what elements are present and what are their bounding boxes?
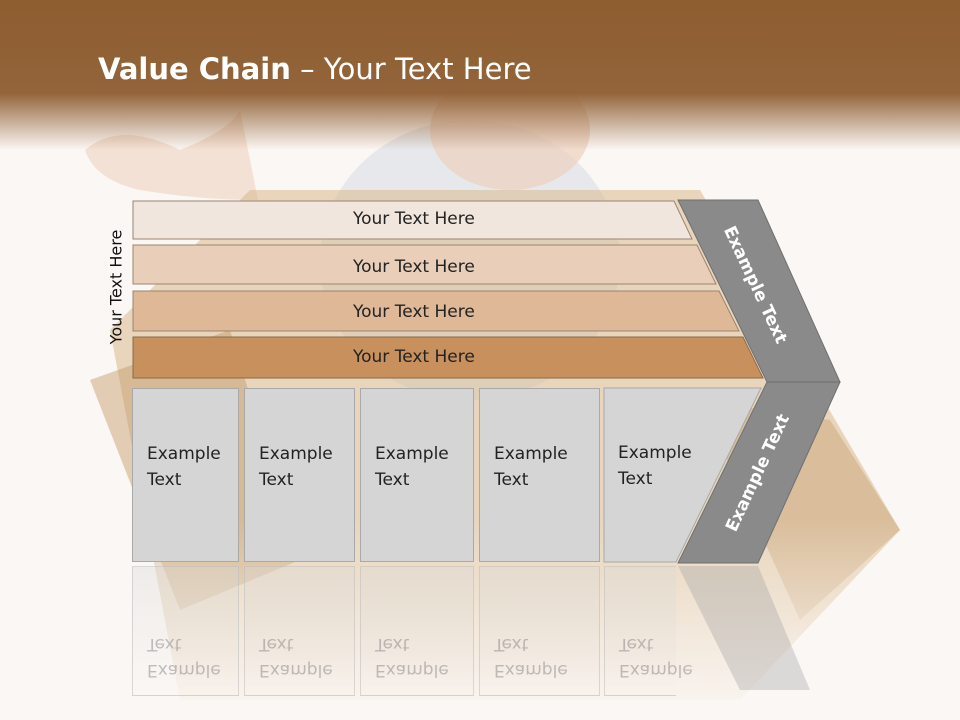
box-2-label: Example Text <box>259 444 333 490</box>
header-band <box>0 0 960 150</box>
box-2: Example Text <box>244 388 355 562</box>
title-rest: – Your Text Here <box>290 52 532 86</box>
box-4-reflection: Example Text <box>479 566 600 696</box>
title-bold: Value Chain <box>98 52 291 86</box>
bar-4-label: Your Text Here <box>353 347 475 367</box>
box-4-reflection-label: Example Text <box>494 634 568 680</box>
box-5-shape <box>603 387 762 563</box>
box-3-reflection-label: Example Text <box>375 634 449 680</box>
box-5-reflection-label: Example Text <box>619 634 693 680</box>
bar-1-shape <box>132 200 693 240</box>
bar-1-label: Your Text Here <box>353 209 475 229</box>
bar-3-label: Your Text Here <box>353 302 475 322</box>
box-4: Example Text <box>479 388 600 562</box>
box-2-reflection-label: Example Text <box>259 634 333 680</box>
box-5-reflection: Example Text <box>604 566 693 696</box>
slide-title: Value Chain – Your Text Here <box>98 52 532 86</box>
box-1-label: Example Text <box>147 444 221 490</box>
box-3-reflection: Example Text <box>360 566 474 696</box>
chevron-reflection <box>678 566 810 690</box>
box-3-label: Example Text <box>375 444 449 490</box>
chevron-lower-shape <box>677 381 841 564</box>
box-5-label: Example Text <box>618 443 692 489</box>
bar-2-shape <box>132 244 717 285</box>
box-4-label: Example Text <box>494 444 568 490</box>
box-1: Example Text <box>132 388 239 562</box>
bar-2-label: Your Text Here <box>353 257 475 277</box>
bar-3-shape <box>132 290 740 332</box>
box-2-reflection: Example Text <box>244 566 355 696</box>
bar-4-shape <box>132 336 764 379</box>
box-3: Example Text <box>360 388 474 562</box>
box-1-reflection-label: Example Text <box>147 634 221 680</box>
box-1-reflection: Example Text <box>132 566 239 696</box>
